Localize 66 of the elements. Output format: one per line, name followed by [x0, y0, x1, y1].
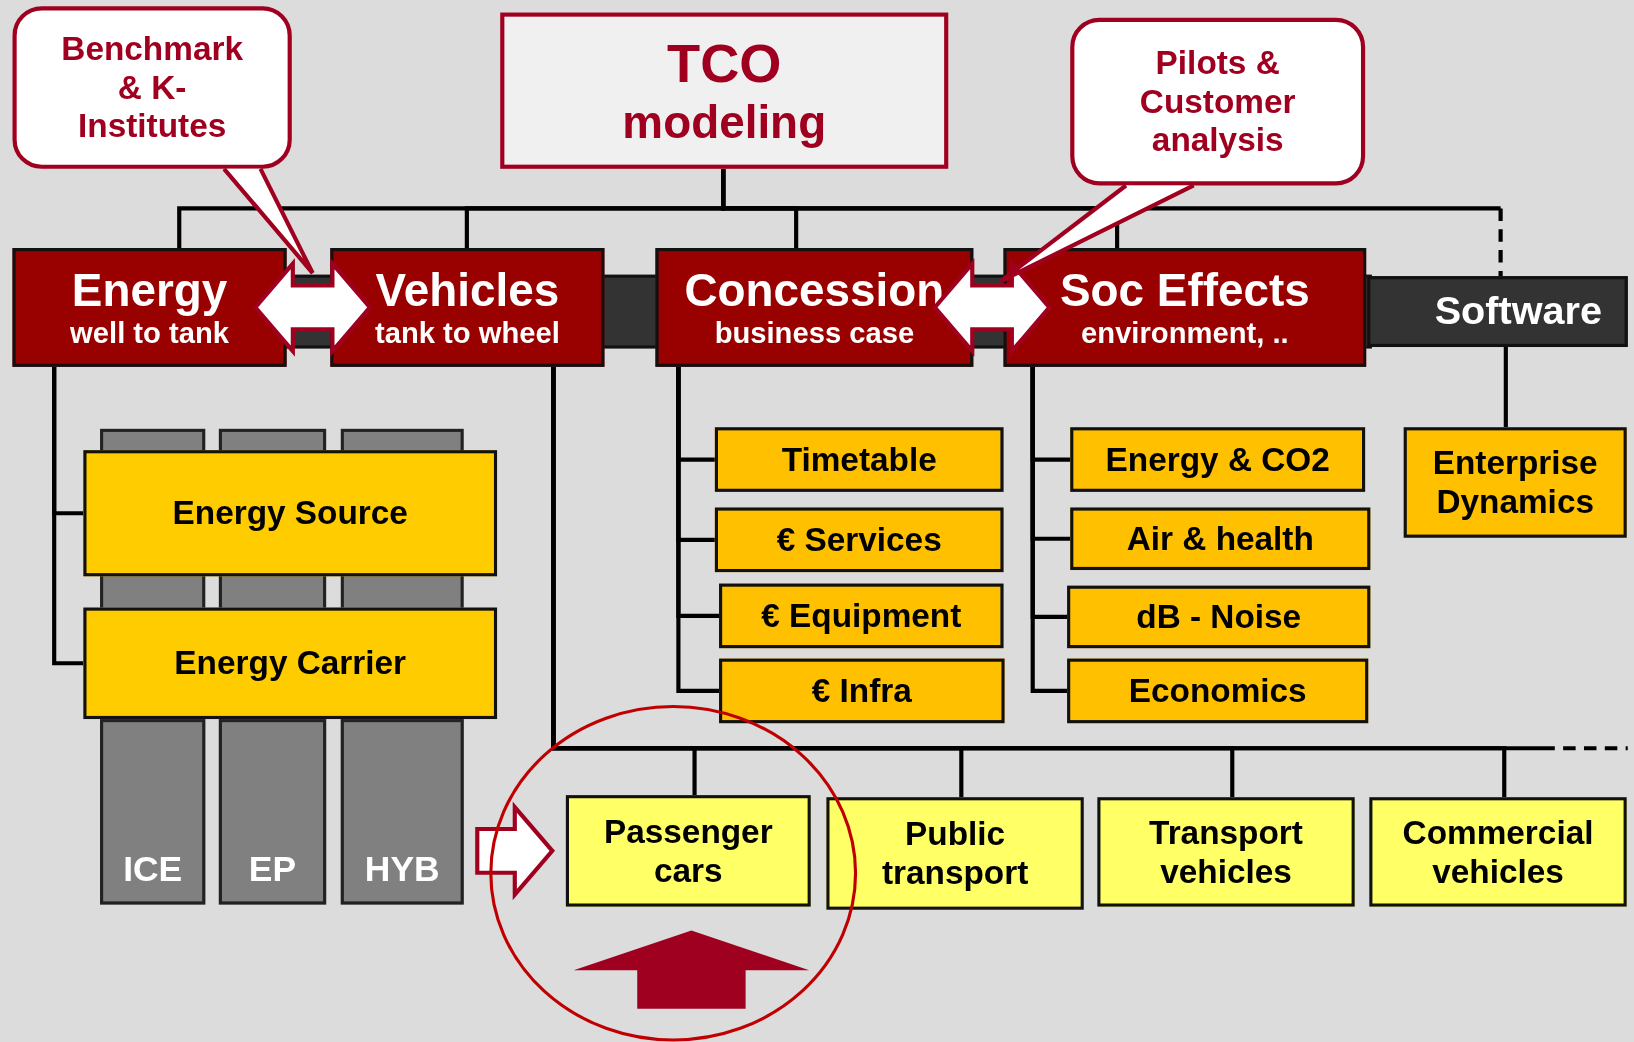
box-label: Software — [1434, 288, 1602, 335]
segment-box — [826, 797, 1084, 910]
box-label: Public transport — [880, 815, 1030, 892]
topic-box — [714, 507, 1004, 573]
box-label: Benchmark & K-Institutes — [60, 30, 244, 146]
topic-box — [1403, 427, 1627, 538]
box-subtitle: environment, .. — [1081, 317, 1289, 351]
block-arrow — [475, 801, 556, 901]
topic-box — [719, 583, 1004, 649]
box-label: Energy Source — [172, 494, 408, 533]
box-label: Enterprise Dynamics — [1431, 444, 1599, 521]
box-title: Soc Effects — [1060, 264, 1310, 317]
category-header — [1367, 276, 1628, 347]
box-label: HYB — [364, 848, 440, 889]
connector-line — [1503, 347, 1508, 428]
topic-box — [1070, 507, 1371, 570]
topic-box — [1067, 585, 1371, 649]
drivetrain-bar — [218, 719, 327, 905]
box-subtitle: modeling — [622, 95, 827, 149]
category-header — [12, 248, 287, 367]
box-label: Transport vehicles — [1148, 813, 1304, 891]
box-title: Concession — [684, 264, 945, 317]
title-box — [500, 12, 949, 169]
segment-box — [565, 795, 811, 907]
topic-box — [1067, 658, 1369, 724]
box-label: Economics — [1128, 671, 1307, 711]
box-subtitle: business case — [714, 317, 915, 351]
box-label: dB - Noise — [1136, 597, 1302, 637]
box-title: Energy — [71, 264, 228, 317]
box-subtitle: well to tank — [70, 317, 229, 351]
connector-line — [676, 366, 720, 693]
topic-box — [714, 427, 1004, 492]
energy-box — [83, 607, 498, 720]
callout-bubble — [12, 6, 292, 169]
category-header — [330, 248, 605, 367]
double-arrow — [252, 258, 373, 357]
box-label: € Equipment — [761, 596, 962, 636]
box-label: Pilots & Customer analysis — [1138, 44, 1297, 160]
box-label: ICE — [123, 848, 183, 889]
category-header — [1003, 248, 1367, 367]
connector-line — [551, 366, 1628, 751]
double-arrow — [932, 258, 1053, 357]
category-header — [655, 248, 974, 367]
box-label: € Infra — [811, 671, 912, 711]
segment-box — [1097, 797, 1355, 907]
box-label: Timetable — [781, 440, 937, 479]
box-label: EP — [248, 848, 297, 889]
segment-box — [1369, 797, 1627, 907]
connector-line — [52, 366, 84, 666]
box-subtitle: tank to wheel — [374, 317, 560, 351]
box-label: Passenger cars — [602, 812, 774, 890]
energy-box — [83, 450, 498, 577]
block-arrow — [573, 930, 810, 1009]
topic-box — [719, 658, 1005, 724]
box-label: Energy & CO2 — [1105, 440, 1330, 479]
box-label: Energy Carrier — [174, 644, 407, 683]
box-title: Vehicles — [375, 264, 560, 317]
box-label: € Services — [776, 520, 942, 559]
box-label: Commercial vehicles — [1401, 813, 1595, 891]
connector-line — [1030, 366, 1068, 693]
box-title: TCO — [667, 33, 782, 96]
drivetrain-bar — [100, 719, 206, 905]
topic-box — [1070, 427, 1366, 492]
box-label: Air & health — [1126, 519, 1314, 558]
drivetrain-bar — [340, 719, 464, 905]
connector-line — [721, 168, 1503, 277]
